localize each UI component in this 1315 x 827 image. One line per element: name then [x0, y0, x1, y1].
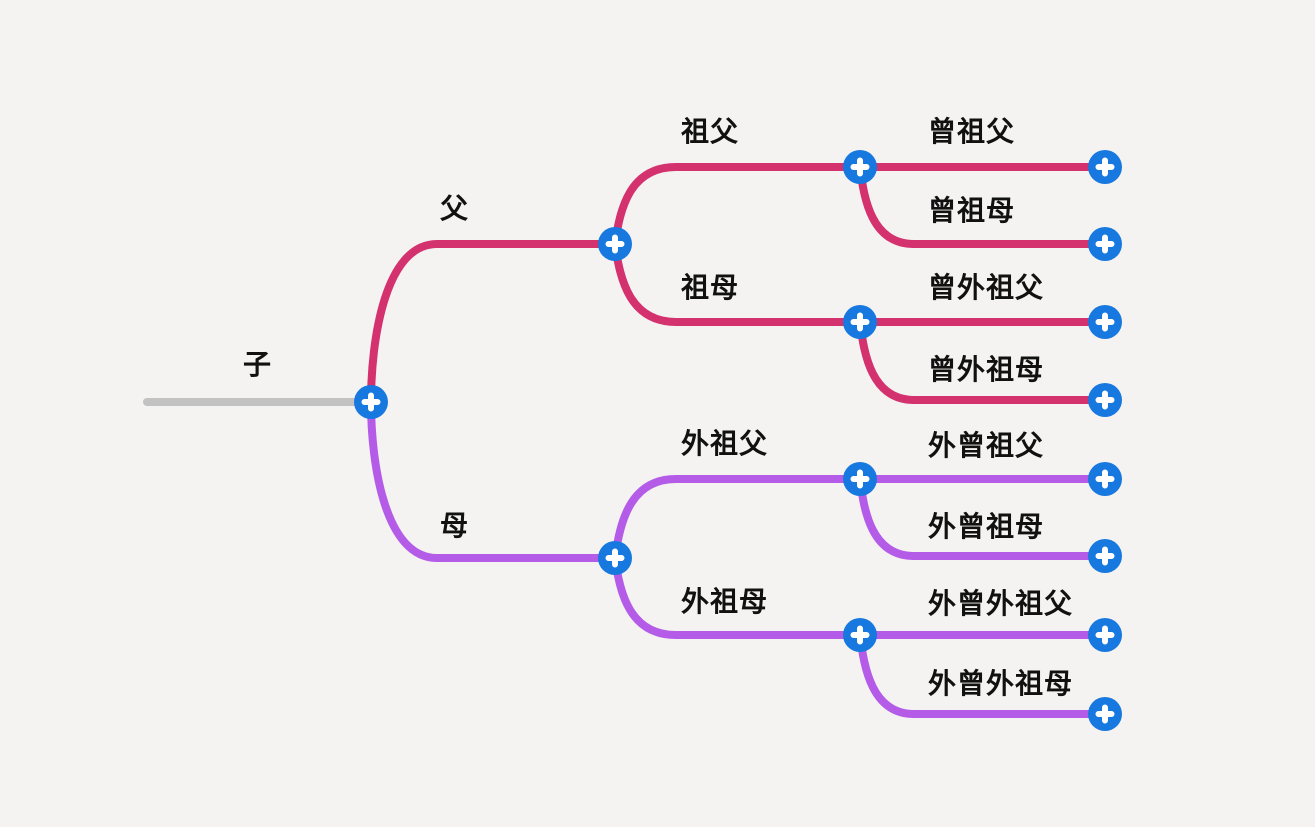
add-node-button-paternal-maternal-great-grandfather[interactable]: [1088, 305, 1122, 339]
node-label-father[interactable]: 父: [440, 193, 470, 224]
plus-icon: [598, 541, 632, 575]
plus-icon: [843, 305, 877, 339]
add-node-button-maternal-maternal-great-grandfather[interactable]: [1088, 618, 1122, 652]
add-node-button-paternal-grandfather[interactable]: [843, 150, 877, 184]
node-label-maternal-paternal-great-grandmother[interactable]: 外曾祖母: [928, 511, 1045, 542]
branch-line-maternal-grandfather: [611, 475, 864, 562]
add-node-button-father[interactable]: [598, 227, 632, 261]
node-label-paternal-great-grandmother[interactable]: 曾祖母: [928, 195, 1016, 226]
plus-icon: [1088, 539, 1122, 573]
plus-icon: [843, 618, 877, 652]
plus-icon: [598, 227, 632, 261]
plus-icon: [843, 462, 877, 496]
node-label-maternal-maternal-great-grandmother[interactable]: 外曾外祖母: [928, 668, 1074, 699]
node-label-paternal-grandmother[interactable]: 祖母: [681, 272, 740, 303]
plus-icon: [1088, 305, 1122, 339]
add-node-button-maternal-maternal-great-grandmother[interactable]: [1088, 697, 1122, 731]
add-node-button-paternal-grandmother[interactable]: [843, 305, 877, 339]
node-label-paternal-grandfather[interactable]: 祖父: [681, 116, 740, 147]
add-node-button-paternal-great-grandfather[interactable]: [1088, 150, 1122, 184]
plus-icon: [1088, 383, 1122, 417]
node-label-maternal-paternal-great-grandfather[interactable]: 外曾祖父: [928, 430, 1045, 461]
node-label-child[interactable]: 子: [243, 349, 273, 380]
plus-icon: [1088, 227, 1122, 261]
branch-line-father: [367, 240, 619, 406]
add-node-button-child[interactable]: [354, 385, 388, 419]
node-label-paternal-maternal-great-grandfather[interactable]: 曾外祖父: [928, 272, 1045, 303]
plus-icon: [1088, 697, 1122, 731]
branch-line-paternal-grandfather: [611, 163, 864, 248]
node-label-mother[interactable]: 母: [440, 510, 470, 541]
branch-line-mother: [367, 398, 619, 562]
node-label-maternal-grandfather[interactable]: 外祖父: [681, 428, 769, 459]
node-label-paternal-great-grandfather[interactable]: 曾祖父: [928, 116, 1016, 147]
plus-icon: [354, 385, 388, 419]
add-node-button-maternal-paternal-great-grandmother[interactable]: [1088, 539, 1122, 573]
plus-icon: [1088, 618, 1122, 652]
node-label-paternal-maternal-great-grandmother[interactable]: 曾外祖母: [928, 354, 1045, 385]
add-node-button-maternal-paternal-great-grandfather[interactable]: [1088, 462, 1122, 496]
node-label-maternal-maternal-great-grandfather[interactable]: 外曾外祖父: [928, 588, 1074, 619]
plus-icon: [843, 150, 877, 184]
plus-icon: [1088, 150, 1122, 184]
add-node-button-maternal-grandmother[interactable]: [843, 618, 877, 652]
add-node-button-maternal-grandfather[interactable]: [843, 462, 877, 496]
add-node-button-paternal-great-grandmother[interactable]: [1088, 227, 1122, 261]
node-label-maternal-grandmother[interactable]: 外祖母: [681, 586, 769, 617]
add-node-button-mother[interactable]: [598, 541, 632, 575]
plus-icon: [1088, 462, 1122, 496]
add-node-button-paternal-maternal-great-grandmother[interactable]: [1088, 383, 1122, 417]
